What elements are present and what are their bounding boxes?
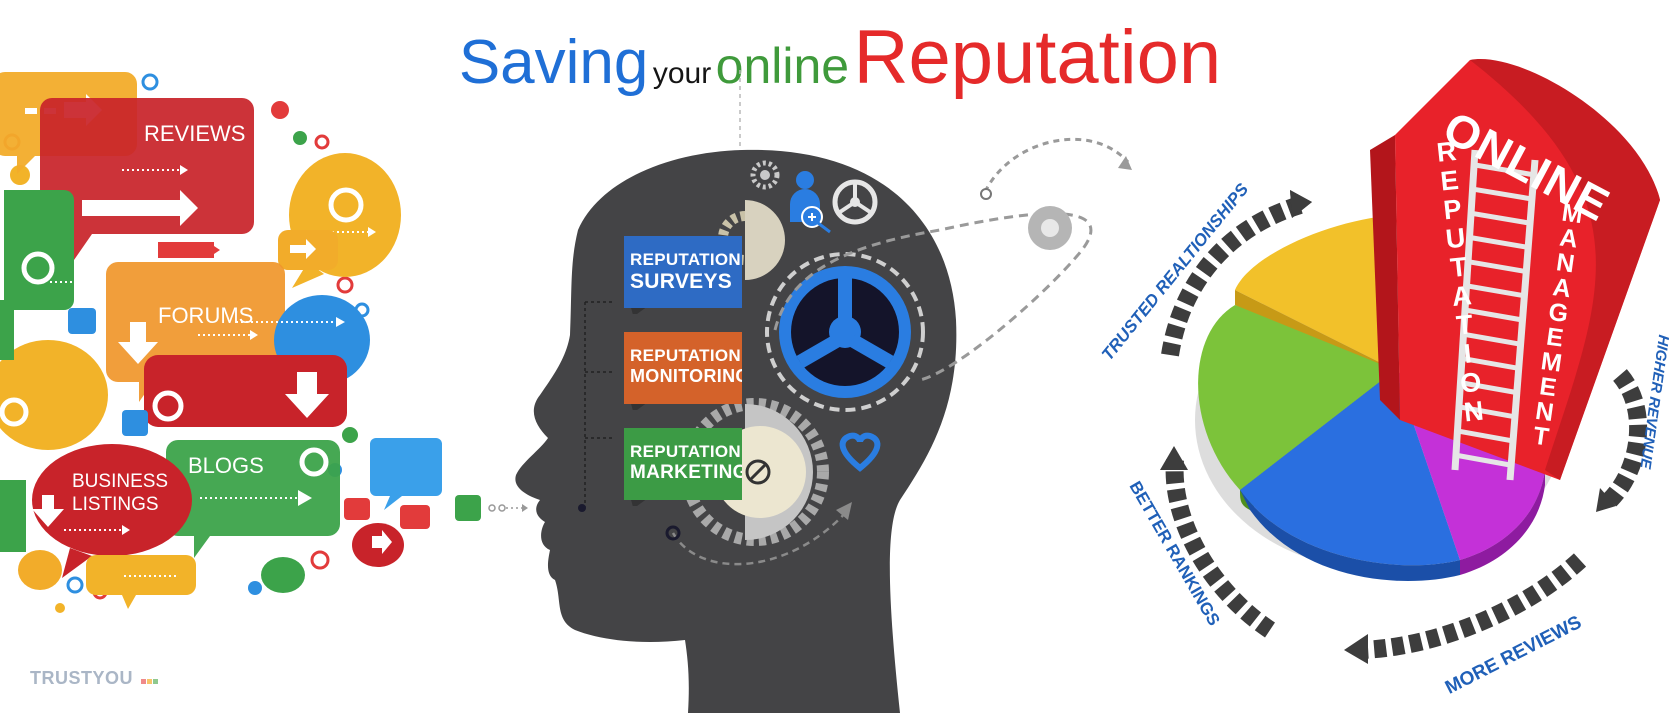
reputation-letter: R <box>1435 135 1458 168</box>
ladder-rung <box>1471 210 1532 226</box>
ladder-rung <box>1459 380 1517 395</box>
title-online: online <box>715 38 850 94</box>
sign-marketing: REPUTATION MARKETING <box>624 428 742 500</box>
brain-gears <box>681 137 1132 546</box>
cycle-arrows <box>1160 190 1648 664</box>
ladder-rung <box>1466 283 1526 299</box>
business-line-1: BUSINESS <box>72 471 169 492</box>
reputation-letter: O <box>1458 366 1483 399</box>
head-connectors <box>578 301 852 566</box>
ladder-rung <box>1469 235 1530 250</box>
sign-monitoring: REPUTATION MONITORING <box>624 332 742 404</box>
sign-monitoring-big: MONITORING <box>630 366 750 386</box>
ladder-rung <box>1472 186 1534 202</box>
reputation-letter: T <box>1454 309 1475 341</box>
forums-label: FORUMS <box>158 303 254 328</box>
ladder-rung <box>1457 404 1515 420</box>
ladder-rung <box>1467 259 1528 275</box>
ladder-rung <box>1464 307 1523 323</box>
trustyou-text: TRUSTYOU <box>30 668 133 688</box>
title-reputation: Reputation <box>853 15 1222 100</box>
reputation-letter: E <box>1438 164 1461 197</box>
trustyou-squares <box>140 668 158 689</box>
reputation-letter: U <box>1444 222 1467 255</box>
sign-monitoring-small: REPUTATION <box>630 346 741 365</box>
ladder-rungs <box>1454 162 1536 468</box>
ladder-rung <box>1454 452 1511 468</box>
sign-marketing-small: REPUTATION <box>630 442 741 461</box>
ladder-rung <box>1474 162 1536 178</box>
reviews-label: REVIEWS <box>144 121 246 146</box>
reputation-letter: I <box>1462 338 1473 370</box>
reputation-letter: T <box>1448 251 1469 284</box>
reputation-letter: P <box>1441 193 1464 226</box>
management-letter: T <box>1531 421 1551 452</box>
ladder-rung <box>1462 331 1521 347</box>
title-your: your <box>652 57 712 90</box>
ladder-rung <box>1461 355 1519 371</box>
pie-tower-graphic <box>1195 59 1660 582</box>
sign-surveys: REPUTATION SURVEYS <box>624 236 742 308</box>
page-title: Saving your online Reputation <box>0 14 1680 101</box>
sign-marketing-big: MARKETING <box>630 462 748 483</box>
trustyou-logo: TRUSTYOU <box>30 668 158 689</box>
business-line-2: LISTINGS <box>72 494 159 515</box>
sign-surveys-small: REPUTATION <box>630 250 741 269</box>
blogs-label: BLOGS <box>188 453 264 478</box>
reputation-letter: N <box>1462 395 1486 428</box>
reputation-letter: A <box>1450 280 1473 313</box>
title-saving: Saving <box>458 28 649 97</box>
ladder-rung <box>1456 428 1513 444</box>
business-listings-label: BUSINESS LISTINGS <box>72 470 168 516</box>
speech-bubble-cluster <box>0 72 528 613</box>
sign-surveys-big: SURVEYS <box>630 270 733 293</box>
user-search-icon <box>790 171 831 234</box>
